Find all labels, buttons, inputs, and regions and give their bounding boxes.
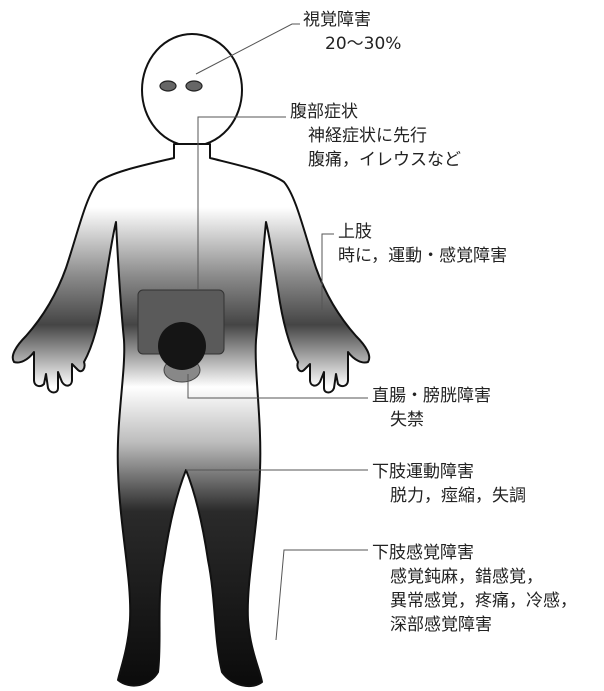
left-eye [159,80,177,92]
leader-arm [321,233,334,310]
body-silhouette [11,143,371,688]
label-leg-sensory-line: 深部感覚障害 [390,615,492,635]
label-leg-sensory-line: 異常感覚，疼痛，冷感， [390,591,577,611]
label-abdominal-line: 神経症状に先行 [308,126,427,146]
label-vision-title: 視覚障害 [303,10,371,30]
label-abdominal: 腹部症状 神経症状に先行 腹痛，イレウスなど [290,100,461,172]
label-vision-line: 20～30% [325,34,402,54]
leader-vision [195,23,300,75]
leader-rectum [187,374,368,399]
label-rectum-bladder: 直腸・膀胱障害 失禁 [372,384,491,432]
label-abdominal-title: 腹部症状 [290,102,358,122]
label-leg-sensory-title: 下肢感覚障害 [372,543,474,563]
pelvis-region [158,322,206,370]
label-abdominal-line: 腹痛，イレウスなど [308,150,461,170]
label-leg-sensory: 下肢感覚障害 感覚鈍麻，錯感覚， 異常感覚，疼痛，冷感， 深部感覚障害 [372,541,577,637]
label-rectum-bladder-line: 失禁 [390,410,424,430]
leader-leg-sensory [275,549,368,641]
label-leg-motor-line: 脱力，痙縮，失調 [390,486,526,506]
label-leg-motor-title: 下肢運動障害 [372,462,474,482]
label-vision: 視覚障害 20～30% [303,8,401,56]
right-eye [185,80,203,92]
label-leg-motor: 下肢運動障害 脱力，痙縮，失調 [372,460,526,508]
label-upper-limb: 上肢 時に，運動・感覚障害 [338,220,507,268]
label-rectum-bladder-title: 直腸・膀胱障害 [372,386,491,406]
label-leg-sensory-line: 感覚鈍麻，錯感覚， [390,567,543,587]
label-upper-limb-title: 上肢 [338,222,372,242]
label-upper-limb-line: 時に，運動・感覚障害 [338,246,508,266]
leader-abdomen [197,116,286,290]
leader-lines [186,23,368,641]
